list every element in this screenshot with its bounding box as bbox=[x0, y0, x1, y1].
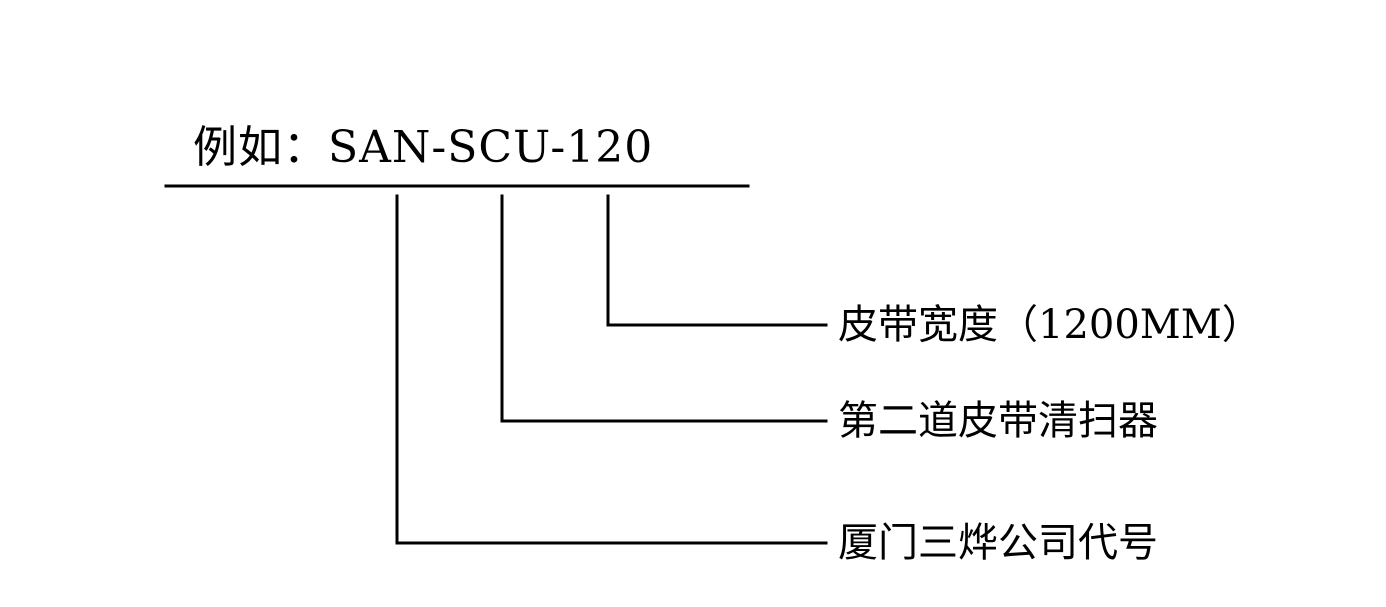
example-model-code: 例如：SAN-SCU-120 bbox=[193, 122, 654, 173]
label-belt-width: 皮带宽度（1200MM） bbox=[838, 302, 1262, 348]
label-cleaner-type: 第二道皮带清扫器 bbox=[838, 398, 1158, 444]
label-company-code: 厦门三烨公司代号 bbox=[838, 520, 1158, 566]
